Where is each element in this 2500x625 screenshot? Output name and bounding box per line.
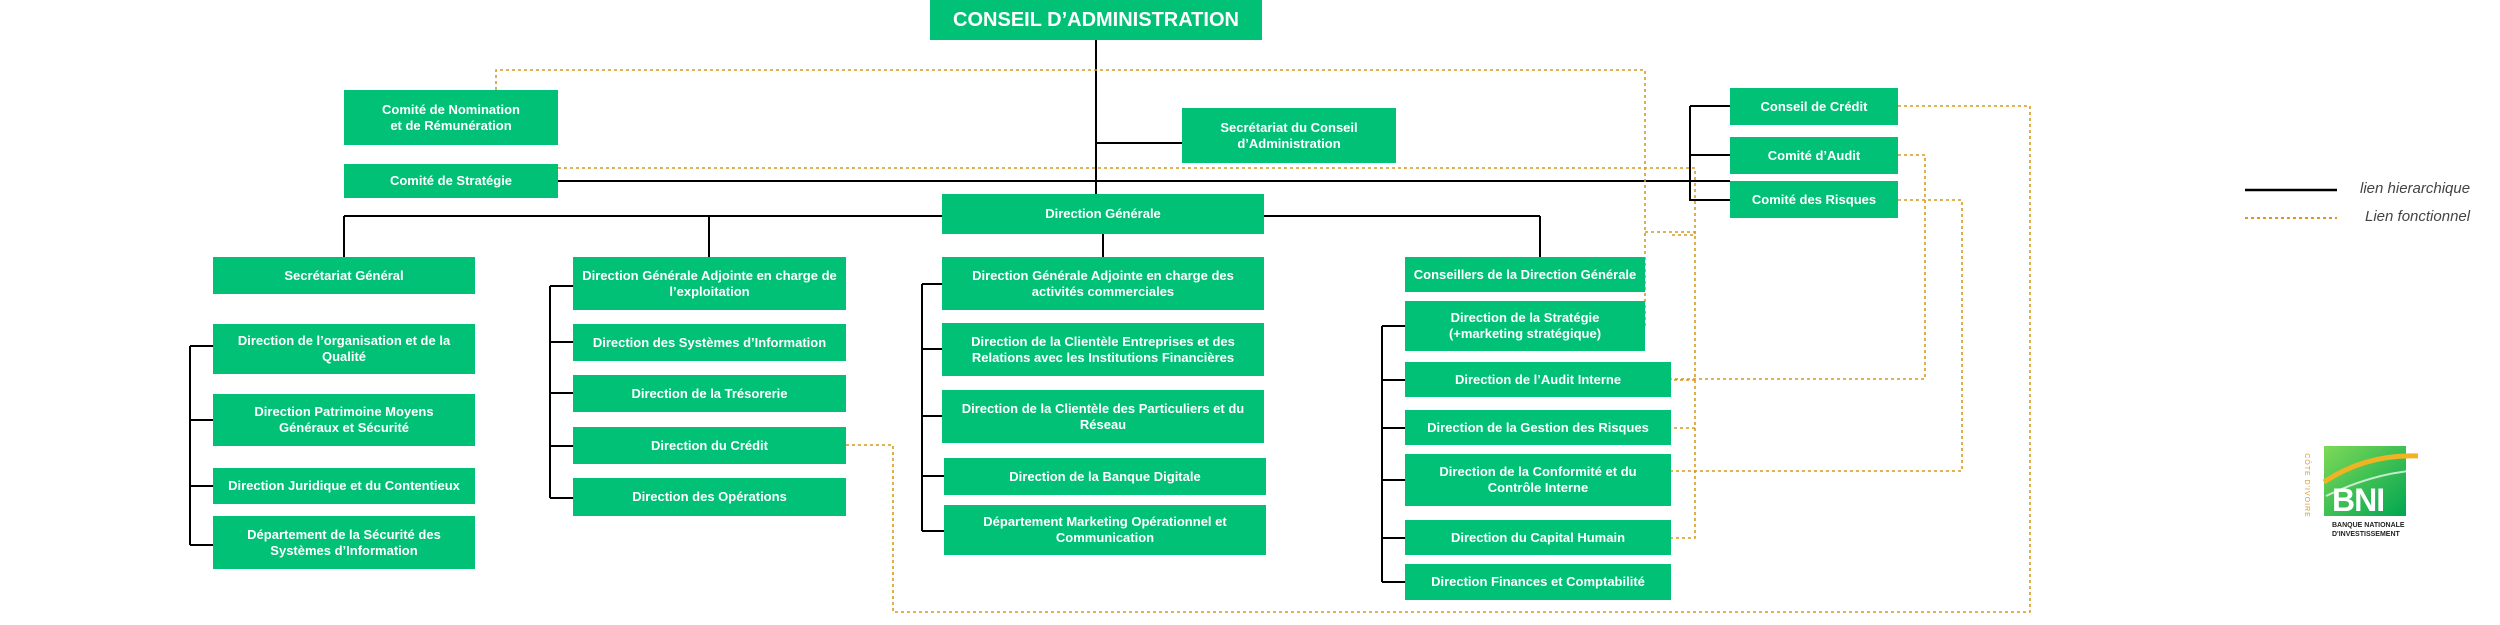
dep-marketing-box[interactable]: Département Marketing Opérationnel et Co…: [944, 505, 1266, 555]
dir-si-box[interactable]: Direction des Systèmes d’Information: [573, 324, 846, 361]
dir-patrimoine-box[interactable]: Direction Patrimoine Moyens Généraux et …: [213, 394, 475, 446]
hierarchical-link-13: [921, 283, 944, 532]
dir-tresorerie-box[interactable]: Direction de la Trésorerie: [573, 375, 846, 412]
dep-securite-box[interactable]: Département de la Sécurité des Systèmes …: [213, 516, 475, 569]
dir-audit-box[interactable]: Direction de l’Audit Interne: [1405, 362, 1671, 397]
comite-audit-box[interactable]: Comité d’Audit: [1730, 137, 1898, 174]
logo-line1: BANQUE NATIONALE: [2332, 522, 2405, 529]
dir-risques-box[interactable]: Direction de la Gestion des Risques: [1405, 410, 1671, 445]
legend-hierarchical-label: lien hierarchique: [2360, 180, 2471, 197]
hierarchical-link-12: [549, 285, 573, 499]
functional-link-5: [1671, 199, 1963, 472]
conseil-credit-box[interactable]: Conseil de Crédit: [1730, 88, 1898, 125]
dir-credit-box[interactable]: Direction du Crédit: [573, 427, 846, 464]
dir-entreprises-box[interactable]: Direction de la Clientèle Entreprises et…: [942, 323, 1264, 376]
comite-strategie-box[interactable]: Comité de Stratégie: [344, 164, 558, 198]
dir-operations-box[interactable]: Direction des Opérations: [573, 478, 846, 516]
functional-link-2: [558, 167, 1696, 236]
dga-exploitation-box[interactable]: Direction Générale Adjointe en charge de…: [573, 257, 846, 310]
bni-emblem: [2322, 446, 2423, 516]
legend-functional-label: Lien fonctionnel: [2365, 208, 2471, 225]
comite-nomination-box[interactable]: Comité de Nomination et de Rémunération: [344, 90, 558, 145]
comite-risques-box[interactable]: Comité des Risques: [1730, 181, 1898, 218]
dir-digitale-box[interactable]: Direction de la Banque Digitale: [944, 458, 1266, 495]
bni-logo: BNI BANQUE NATIONALE D'INVESTISSEMENT CÔ…: [2296, 442, 2426, 567]
hierarchical-link-11: [189, 345, 213, 546]
functional-link-3: [846, 105, 2031, 613]
functional-link-6: [1645, 231, 1696, 539]
dir-juridique-box[interactable]: Direction Juridique et du Contentieux: [213, 468, 475, 504]
functional-link-1: [495, 69, 1646, 326]
logo-line2: D'INVESTISSEMENT: [2332, 531, 2400, 538]
conseillers-dg-box[interactable]: Conseillers de la Direction Générale: [1405, 257, 1645, 292]
logo-brand: BNI: [2332, 482, 2385, 518]
dir-organisation-box[interactable]: Direction de l’organisation et de la Qua…: [213, 324, 475, 374]
direction-generale-box[interactable]: Direction Générale: [942, 194, 1264, 234]
dga-commerciale-box[interactable]: Direction Générale Adjointe en charge de…: [942, 257, 1264, 310]
dir-conformite-box[interactable]: Direction de la Conformité et du Contrôl…: [1405, 454, 1671, 506]
hierarchical-link-4: [1689, 105, 1730, 201]
board-box[interactable]: CONSEIL D’ADMINISTRATION: [930, 0, 1262, 40]
dir-finances-box[interactable]: Direction Finances et Comptabilité: [1405, 564, 1671, 600]
functional-link-7: [1671, 379, 1695, 429]
secretariat-conseil-box[interactable]: Secrétariat du Conseil d’Administration: [1182, 108, 1396, 163]
functional-link-4: [1671, 154, 1926, 380]
dir-strategie-box[interactable]: Direction de la Stratégie (+marketing st…: [1405, 301, 1645, 351]
hierarchical-link-14: [1381, 325, 1405, 583]
dir-capital-humain-box[interactable]: Direction du Capital Humain: [1405, 520, 1671, 555]
secretariat-general-box[interactable]: Secrétariat Général: [213, 257, 475, 294]
dir-particuliers-box[interactable]: Direction de la Clientèle des Particulie…: [942, 390, 1264, 443]
logo-side: CÔTE D'IVOIRE: [2302, 453, 2310, 518]
legend-swatches: [2245, 188, 2337, 219]
